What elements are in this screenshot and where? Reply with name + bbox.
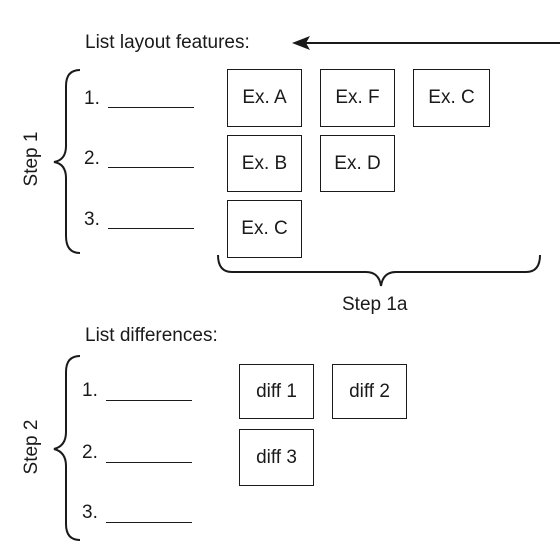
example-box: Ex. C <box>227 200 302 258</box>
step1-item-3-number: 3. <box>84 209 100 230</box>
step2-item-3-blank[interactable] <box>106 522 192 523</box>
example-box: Ex. C <box>413 69 490 127</box>
step1-item-2-number: 2. <box>84 148 100 169</box>
step1-item-1-blank[interactable] <box>108 107 194 108</box>
step1-brace <box>53 69 81 254</box>
diff-box: diff 3 <box>239 429 314 486</box>
step1a-label: Step 1a <box>342 294 408 315</box>
example-box: Ex. B <box>227 135 302 192</box>
step2-item-2-number: 2. <box>82 442 98 463</box>
example-box: Ex. A <box>227 69 302 127</box>
step2-item-3-number: 3. <box>82 502 98 523</box>
step1a-brace <box>217 254 541 287</box>
step2-brace <box>53 355 81 541</box>
step2-heading: List differences: <box>85 325 218 346</box>
step1-label: Step 1 <box>21 131 42 187</box>
diff-box: diff 1 <box>239 364 314 419</box>
step1-item-1-number: 1. <box>84 88 100 109</box>
step1-heading: List layout features: <box>85 32 250 53</box>
step2-item-2-blank[interactable] <box>106 462 192 463</box>
example-box: Ex. F <box>320 69 395 127</box>
step1-item-2-blank[interactable] <box>108 167 194 168</box>
example-box: Ex. D <box>320 135 395 192</box>
step2-label: Step 2 <box>21 419 42 475</box>
heading-arrow-head <box>292 36 310 50</box>
step1-item-3-blank[interactable] <box>108 228 194 229</box>
step2-item-1-number: 1. <box>82 380 98 401</box>
diff-box: diff 2 <box>332 364 407 419</box>
step2-item-1-blank[interactable] <box>106 400 192 401</box>
